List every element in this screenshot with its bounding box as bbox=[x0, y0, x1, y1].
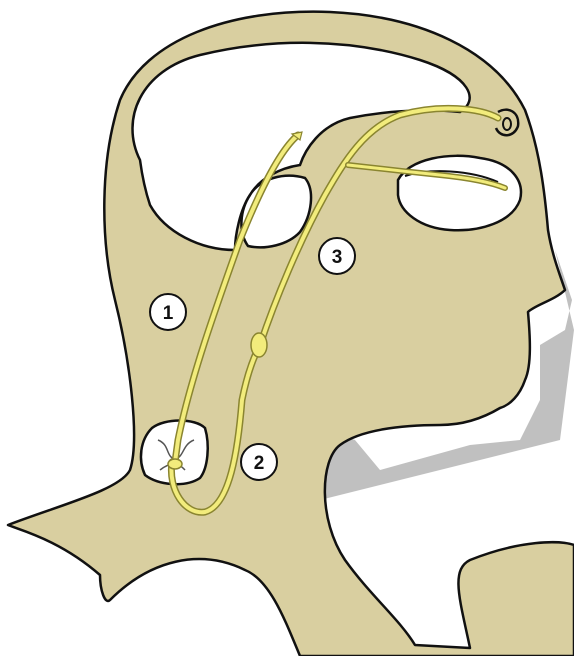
eyeball bbox=[398, 156, 521, 230]
label-1-text: 1 bbox=[163, 303, 174, 324]
label-1: 1 bbox=[150, 294, 186, 330]
synapse-spinal bbox=[168, 459, 182, 469]
label-3-text: 3 bbox=[332, 247, 343, 268]
superior-cervical-ganglion bbox=[251, 333, 267, 357]
label-2: 2 bbox=[241, 444, 277, 480]
label-3: 3 bbox=[319, 238, 355, 274]
label-2-text: 2 bbox=[254, 453, 265, 474]
